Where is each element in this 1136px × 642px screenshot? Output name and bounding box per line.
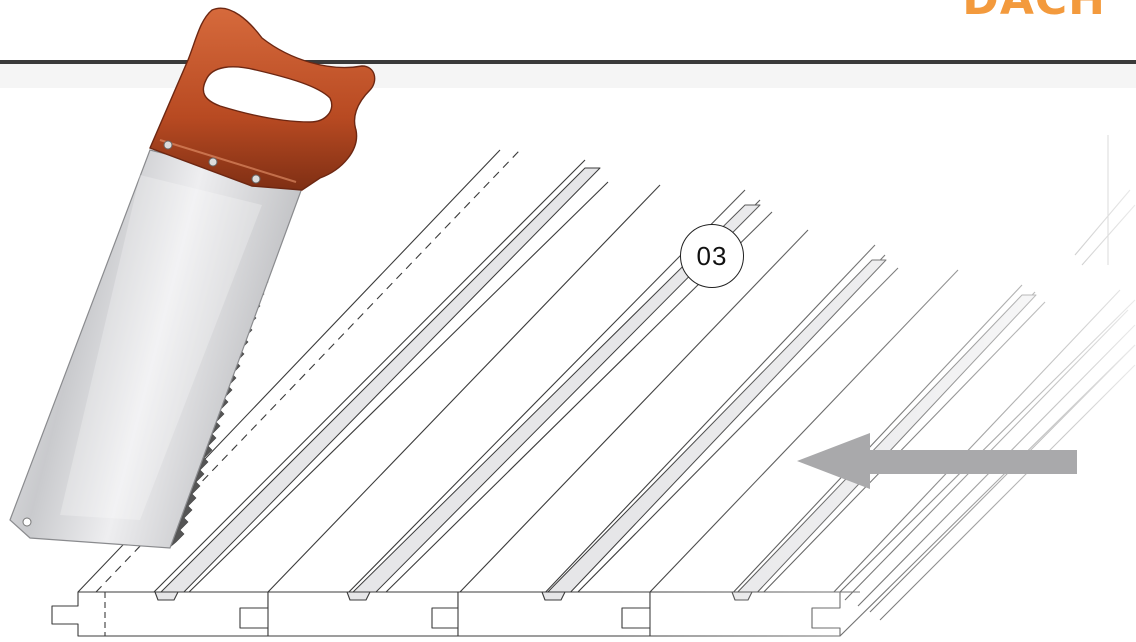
saw-handle-grip-hole bbox=[202, 66, 333, 123]
saw-rivet bbox=[251, 174, 261, 184]
brand-logo-text: DACH bbox=[962, 0, 1106, 22]
step-number-badge: 03 bbox=[680, 224, 744, 288]
direction-arrow-left bbox=[797, 433, 1077, 489]
hand-saw-icon bbox=[9, 7, 376, 549]
saw-hanging-hole bbox=[22, 517, 32, 527]
boards-fade-overlay bbox=[620, 120, 1136, 642]
saw-rivet bbox=[163, 140, 173, 150]
header-divider bbox=[0, 60, 1136, 88]
saw-rivet bbox=[208, 157, 218, 167]
